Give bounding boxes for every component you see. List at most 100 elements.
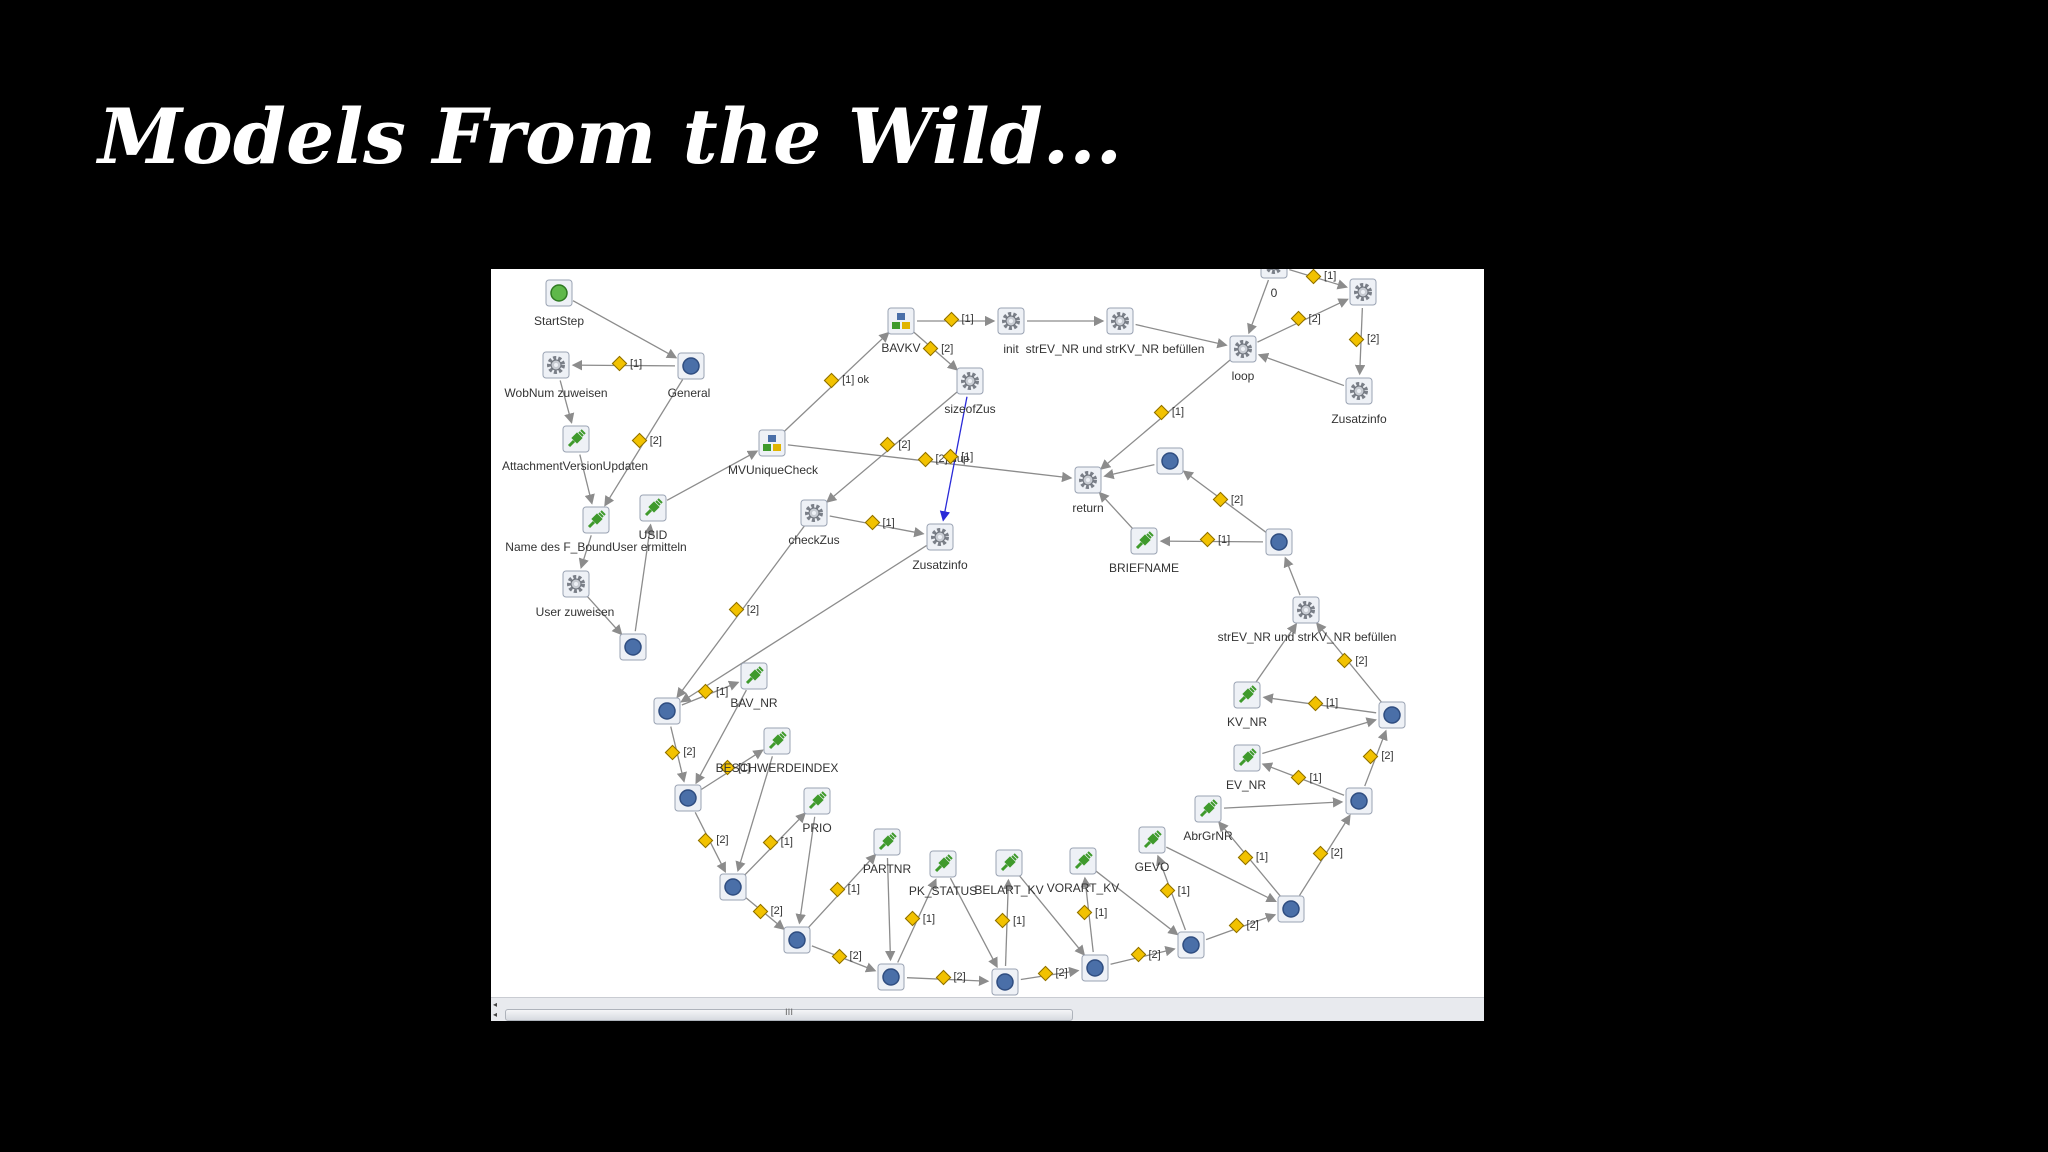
node-label: USID (638, 528, 668, 542)
node-abrgrnr[interactable] (1194, 795, 1222, 823)
plug-node-icon (803, 787, 831, 815)
edge-briefname-return[interactable] (1098, 491, 1134, 530)
node-zusatz_tr[interactable] (1345, 377, 1373, 405)
edge-abrgrnr-c_ev[interactable] (1223, 797, 1344, 809)
node-label: return (1072, 501, 1104, 515)
condition-diamond-icon (1199, 531, 1216, 548)
edge-prio-c_prio[interactable] (795, 816, 816, 925)
edge-label-text: [2] (1355, 654, 1368, 667)
edge-label-text: [2] (746, 603, 760, 616)
circle-node-icon (1177, 931, 1205, 959)
node-return[interactable] (1074, 466, 1102, 494)
edge-pkstatus-c_bel[interactable] (949, 877, 998, 969)
edge-evnr-c_kv[interactable] (1262, 717, 1377, 755)
node-startstep[interactable] (545, 279, 573, 307)
edge-zero-loop[interactable] (1247, 279, 1270, 335)
circle-node-icon (991, 968, 1019, 996)
node-kvnr[interactable] (1233, 681, 1261, 709)
node-checkzus[interactable] (800, 499, 828, 527)
node-zusatz_mid[interactable] (926, 523, 954, 551)
node-briefname[interactable] (1130, 527, 1158, 555)
circle-node-icon (1378, 701, 1406, 729)
scroll-left-arrow-icon[interactable]: ◂ (493, 1000, 498, 1009)
edge-attach-name[interactable] (579, 454, 595, 505)
node-pkstatus[interactable] (929, 850, 957, 878)
edge-bavnr-c_bav2[interactable] (695, 689, 747, 785)
node-evnr[interactable] (1233, 744, 1261, 772)
edge-strev1-loop[interactable] (1135, 323, 1228, 349)
edge-vorart-c_gevo[interactable] (1095, 870, 1179, 936)
node-label: sizeofZus (944, 402, 996, 416)
circle-node-icon (1265, 528, 1293, 556)
node-loop[interactable] (1229, 335, 1257, 363)
node-zero[interactable] (1260, 269, 1288, 279)
edge-startstep-general[interactable] (572, 300, 678, 359)
node-init[interactable] (997, 307, 1025, 335)
condition-diamond-icon (697, 683, 714, 700)
scrollbar-thumb[interactable]: III (505, 1008, 1073, 1021)
edge-label: [1] ok (823, 372, 869, 389)
plug-node-icon (1130, 527, 1158, 555)
node-bavnr[interactable] (740, 662, 768, 690)
node-name[interactable] (582, 506, 610, 534)
edge-kvnr-strev2[interactable] (1255, 622, 1298, 683)
node-c_vor[interactable] (1081, 954, 1109, 982)
node-gear_tr[interactable] (1349, 278, 1377, 306)
node-c_bav2[interactable] (674, 784, 702, 812)
edge-c_ret-return[interactable] (1103, 463, 1155, 480)
edge-userzu-c_usid[interactable] (586, 595, 623, 636)
node-prio[interactable] (803, 787, 831, 815)
edge-label: [1] (1291, 769, 1322, 786)
condition-diamond-icon (1363, 748, 1379, 765)
node-c_abr[interactable] (1277, 895, 1305, 923)
node-c_ev[interactable] (1345, 787, 1373, 815)
node-sizeof[interactable] (956, 367, 984, 395)
scroll-left-small-arrow-icon[interactable]: ◂ (493, 1010, 498, 1019)
edge-c_usid-usid[interactable] (634, 523, 655, 632)
node-general[interactable] (677, 352, 705, 380)
node-mvunique[interactable] (758, 429, 786, 457)
edge-label-text: [1] (1324, 270, 1337, 283)
node-c_part[interactable] (877, 963, 905, 991)
node-usid[interactable] (639, 494, 667, 522)
edge-zusatz_mid-c_bav[interactable] (680, 545, 927, 703)
edge-wobnum-attach[interactable] (559, 380, 575, 424)
node-c_bel[interactable] (991, 968, 1019, 996)
node-bavkv[interactable] (887, 307, 915, 335)
node-c_ret[interactable] (1156, 447, 1184, 475)
edge-label: [1] (1305, 269, 1337, 285)
edge-name-userzu[interactable] (578, 535, 592, 570)
edge-zusatz_tr-loop[interactable] (1257, 352, 1345, 387)
node-c_kv[interactable] (1378, 701, 1406, 729)
node-c_prio[interactable] (783, 926, 811, 954)
node-c_usid[interactable] (619, 633, 647, 661)
circle-node-icon (674, 784, 702, 812)
edge-strev2-c_brief[interactable] (1283, 556, 1301, 596)
node-c_besch[interactable] (719, 873, 747, 901)
node-strev2[interactable] (1292, 596, 1320, 624)
edge-label-text: [1] (1095, 906, 1108, 919)
edge-partnr-c_part[interactable] (885, 857, 896, 962)
node-beschw[interactable] (763, 727, 791, 755)
fork-node-icon (758, 429, 786, 457)
node-wobnum[interactable] (542, 351, 570, 379)
edge-usid-mvunique[interactable] (666, 450, 759, 501)
edge-gevo-c_abr[interactable] (1166, 846, 1277, 903)
node-strev1[interactable] (1106, 307, 1134, 335)
edge-belart-c_vor[interactable] (1018, 874, 1086, 956)
edge-label-text: [1] (1255, 851, 1269, 864)
node-c_bav[interactable] (653, 697, 681, 725)
edge-beschw-c_besch[interactable] (735, 756, 774, 872)
node-c_brief[interactable] (1265, 528, 1293, 556)
node-label: Zusatzinfo (912, 558, 968, 572)
node-gevo[interactable] (1138, 826, 1166, 854)
node-belart[interactable] (995, 849, 1023, 877)
gear-node-icon (926, 523, 954, 551)
horizontal-scrollbar[interactable]: ◂ ◂ III (491, 997, 1484, 1021)
edge-label-text: [1] (629, 357, 643, 370)
node-vorart[interactable] (1069, 847, 1097, 875)
node-partnr[interactable] (873, 828, 901, 856)
node-c_gevo[interactable] (1177, 931, 1205, 959)
node-attach[interactable] (562, 425, 590, 453)
node-userzu[interactable] (562, 570, 590, 598)
